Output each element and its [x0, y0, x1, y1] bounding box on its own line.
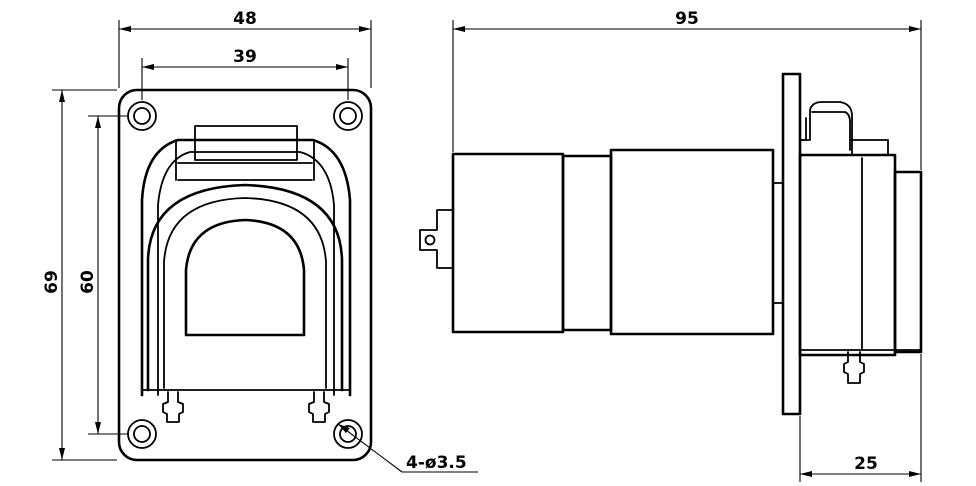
gearbox-section [561, 154, 613, 332]
motor-rear-cap [451, 152, 565, 334]
dim-label-48: 48 [233, 9, 257, 29]
dimension-front-height-holes: 60 [78, 115, 128, 435]
dim-label-39: 39 [233, 47, 257, 67]
dim-label-25: 25 [854, 454, 878, 474]
hole-callout: 4-ø3.5 [337, 423, 478, 473]
electrical-terminal [419, 209, 454, 269]
dim-label-60: 60 [78, 270, 98, 294]
tube-nozzle-side [843, 351, 865, 384]
mounting-hole-bottom-left [127, 419, 157, 449]
dim-label-69: 69 [42, 270, 62, 294]
rotor-housing [146, 183, 344, 392]
dim-label-95: 95 [675, 9, 699, 29]
pump-head-side [798, 101, 923, 384]
front-view [117, 88, 373, 462]
mounting-hole-top-right [333, 101, 363, 131]
dimension-front-height-outer: 69 [42, 89, 117, 461]
hole-callout-label: 4-ø3.5 [406, 453, 467, 473]
side-mounting-plate [781, 72, 802, 416]
mounting-hole-bottom-right [333, 419, 363, 449]
pump-head-shell [140, 138, 352, 397]
side-view [419, 72, 923, 416]
rotor-window [184, 218, 306, 337]
mounting-hole-top-left [127, 101, 157, 131]
tube-nozzle-left [162, 391, 184, 423]
dimension-front-width-holes: 39 [141, 47, 349, 100]
dimension-side-length: 95 [452, 9, 922, 170]
clamp-block [194, 125, 298, 161]
tube-nozzle-right [308, 391, 330, 423]
front-mounting-plate [117, 88, 373, 462]
motor-body [609, 148, 775, 336]
dimension-side-protrusion: 25 [799, 354, 922, 482]
dimension-front-width-outer: 48 [118, 9, 372, 88]
